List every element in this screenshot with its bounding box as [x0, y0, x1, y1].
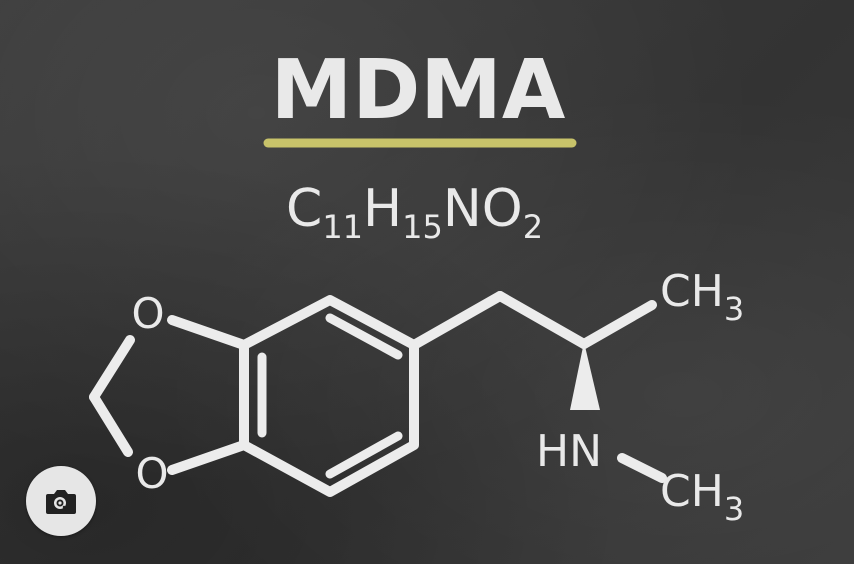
dioxole-bonds [89, 315, 249, 475]
compound-title: MDMA [271, 43, 566, 138]
formula-oxygen: O [482, 179, 523, 239]
stereo-wedge-bond [570, 342, 600, 410]
amine-label: HN [536, 426, 602, 477]
benzene-ring [239, 295, 419, 497]
oxygen-bottom-label: O [135, 449, 168, 498]
molecular-formula: C11H15NO2 [286, 179, 543, 246]
formula-hydrogen-count: 15 [402, 208, 443, 246]
methyl-top-label: CH3 [660, 266, 744, 328]
methyl-bottom-label: CH3 [660, 466, 744, 528]
visual-search-button[interactable] [26, 466, 96, 536]
formula-nitrogen: N [443, 179, 482, 239]
formula-hydrogen: H [363, 179, 402, 239]
side-chain-bonds [409, 291, 667, 483]
camera-search-icon [46, 490, 76, 514]
oxygen-top-label: O [131, 289, 164, 338]
formula-oxygen-count: 2 [523, 208, 543, 246]
formula-carbon: C [286, 179, 322, 239]
formula-carbon-count: 11 [322, 208, 363, 246]
